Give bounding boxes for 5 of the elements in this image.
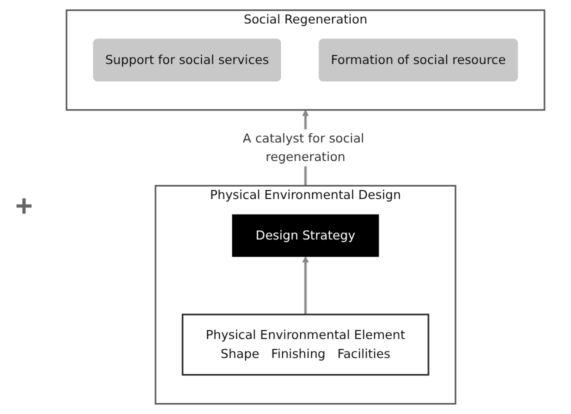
edge-label: A catalyst for social regeneration: [242, 130, 364, 164]
node-box: Physical Environmental Element Shape Finishing Facilities: [182, 314, 430, 376]
plus-sign: +: [14, 190, 34, 224]
arrow: [302, 256, 309, 314]
node-box: Design Strategy: [232, 214, 379, 257]
